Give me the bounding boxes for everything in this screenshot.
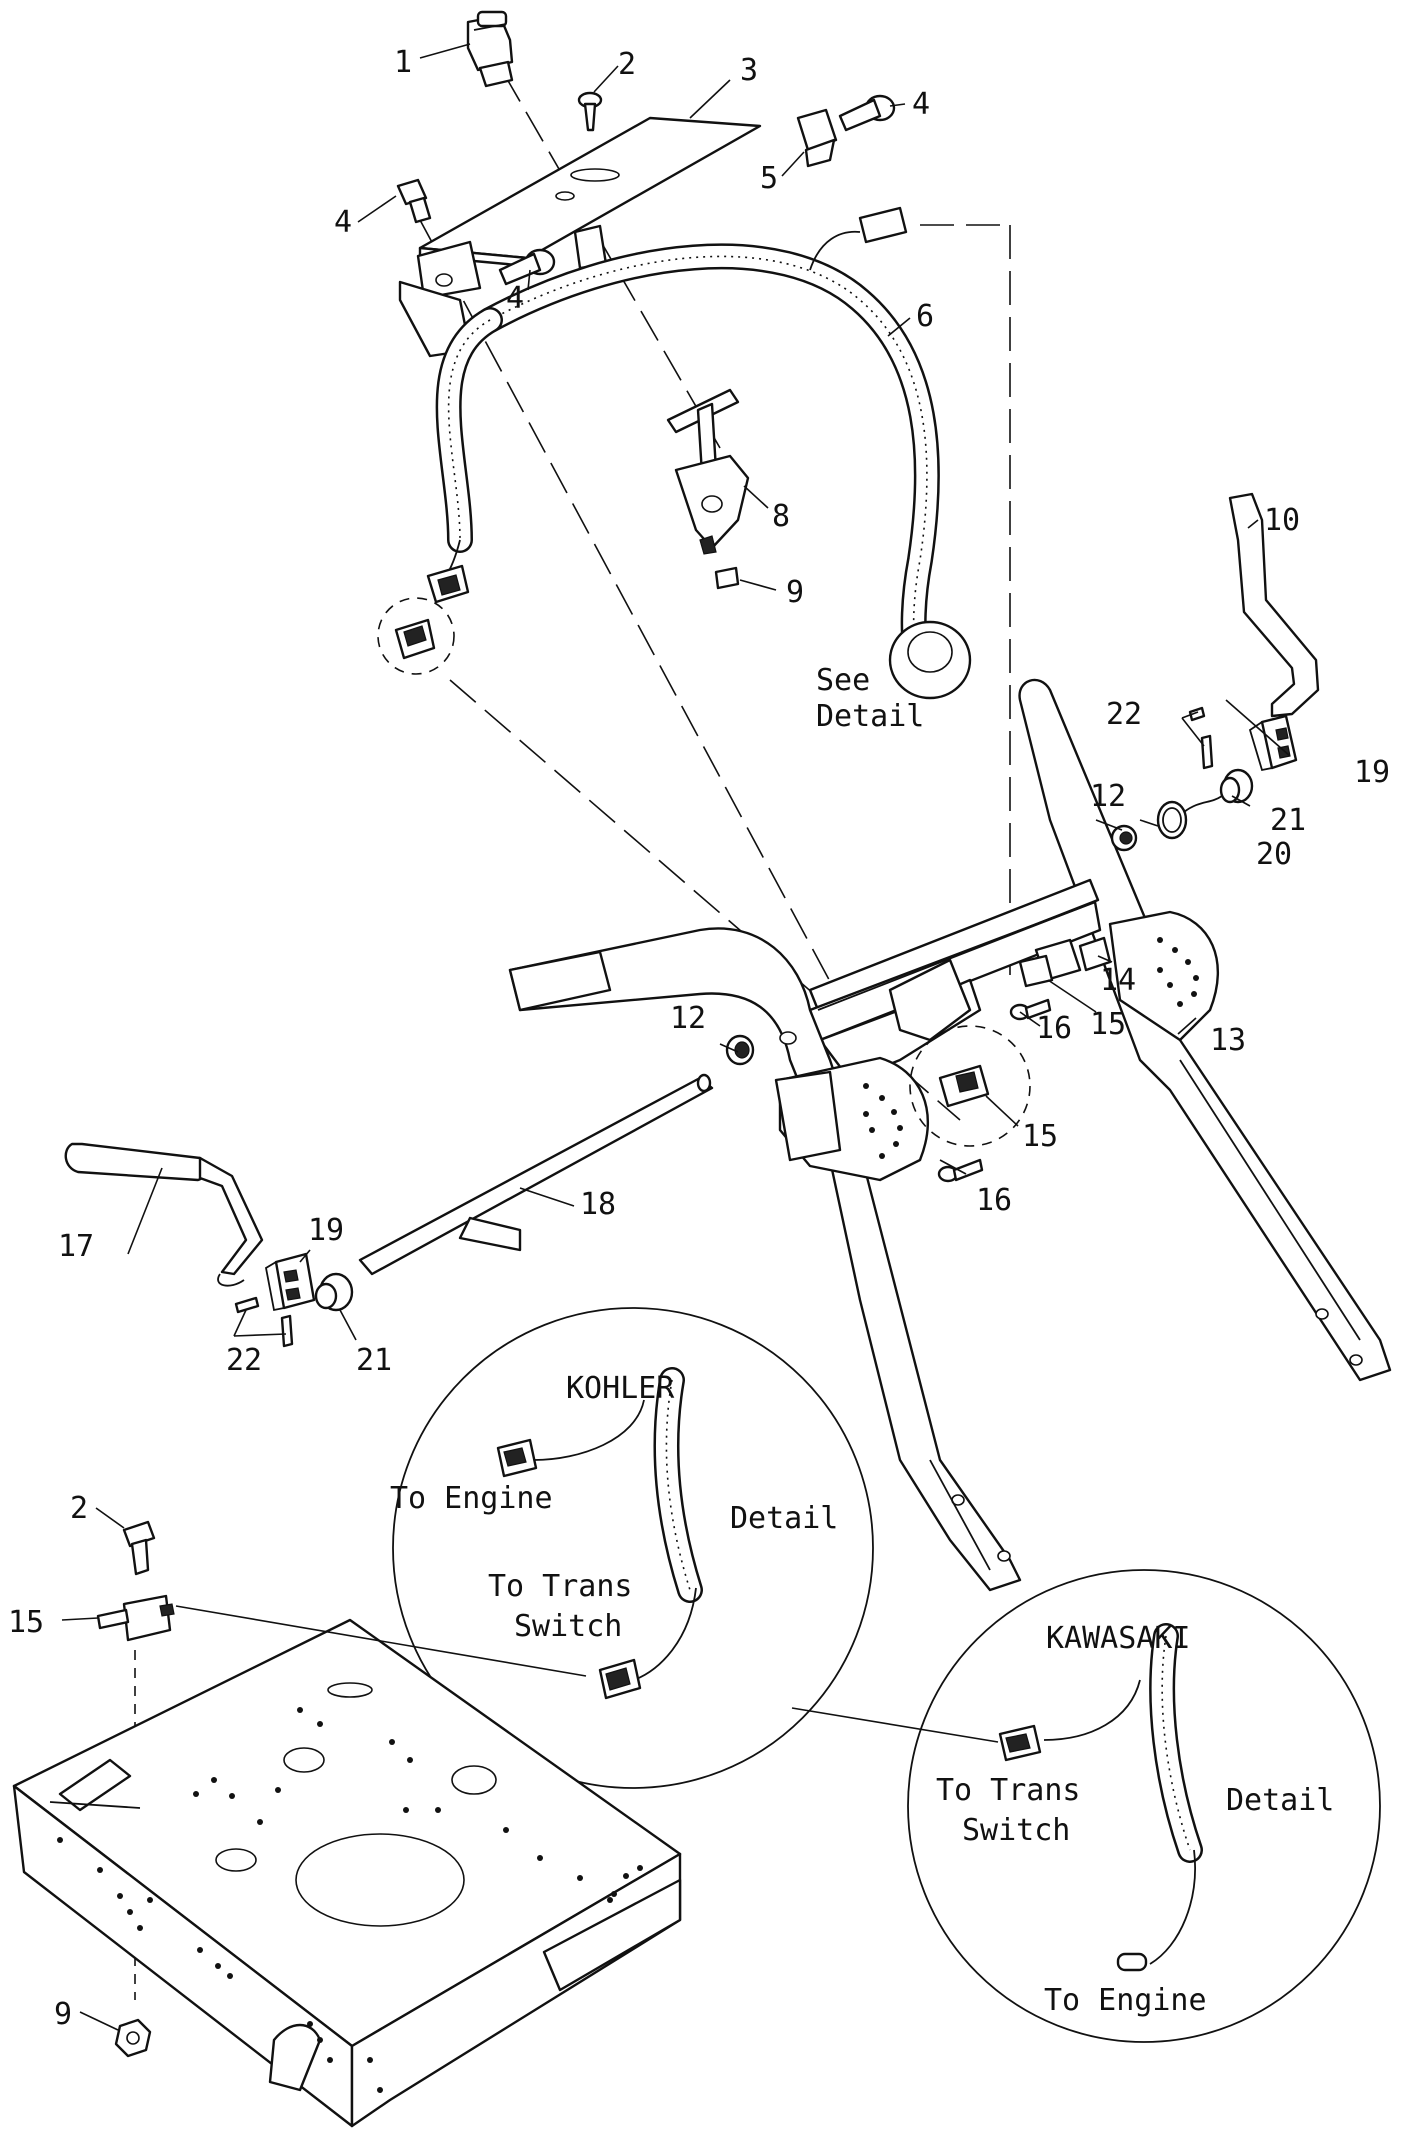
callout-13: 13 [1210,1023,1246,1058]
switch-part-19-left [264,1252,316,1312]
see-detail-line2: Detail [816,699,924,734]
spring-part-20 [1156,795,1223,840]
knob-part-1 [466,10,514,88]
kohler-to-trans-line1: To Trans [488,1569,633,1604]
callout-8: 8 [772,499,790,534]
lever-part-10 [1228,492,1320,718]
nut-part-9-small [714,566,740,590]
callout-2: 2 [618,47,636,82]
screws-part-22-right [1188,706,1214,770]
callout-5: 5 [760,161,778,196]
callout-12-right: 12 [1090,779,1126,814]
callout-21-right: 21 [1270,803,1306,838]
kawasaki-detail-label: Detail [1226,1783,1334,1818]
lever-part-17 [64,1142,264,1287]
clip-part-5 [796,108,838,168]
callout-20: 20 [1256,837,1292,872]
callout-6: 6 [916,299,934,334]
wiring-harness-part-6 [426,206,972,700]
plate-part-3 [398,116,762,358]
see-detail-line1: See [816,663,870,698]
bushing-part-12-left [725,1034,755,1066]
switch-part-15-b [938,1064,990,1108]
kohler-title: KOHLER [566,1371,675,1406]
spacer-part-21-right [1219,768,1254,804]
kawasaki-detail-circle [907,1569,1381,2043]
switch-part-15-lower [96,1594,175,1642]
connector-detail-circles [377,597,1031,1147]
bolt-part-2-lower [122,1520,156,1576]
callout-15-a: 15 [1090,1007,1126,1042]
callout-10: 10 [1264,503,1300,538]
frame-deck [12,1618,682,2128]
callout-4-a: 4 [334,205,352,240]
nut-part-9-lower [114,2018,152,2058]
kawasaki-to-trans-line2: Switch [962,1813,1070,1848]
handle-frame [508,678,1392,1592]
callout-12-left: 12 [670,1001,706,1036]
callout-15-lower: 15 [8,1605,44,1640]
kawasaki-to-trans-line1: To Trans [936,1773,1081,1808]
switch-part-19-right [1248,714,1298,772]
callout-18: 18 [580,1187,616,1222]
spacer-part-21-left [314,1272,354,1312]
leader-lines [61,43,1291,2031]
callout-21-left: 21 [356,1343,392,1378]
switch-part-15-a [1018,954,1054,988]
callout-2-lower: 2 [70,1491,88,1526]
callout-1: 1 [394,45,412,80]
kohler-detail-label: Detail [730,1501,838,1536]
kawasaki-to-engine: To Engine [1044,1983,1207,2018]
bolt-part-16-b [937,1158,984,1183]
callout-4-b: 4 [506,281,524,316]
callout-4-c: 4 [912,87,930,122]
bolt-part-4-c [838,94,896,132]
callout-17: 17 [58,1229,94,1264]
callout-14: 14 [1100,963,1136,998]
diagram-notes: See Detail KOHLER To Engine Detail To Tr… [390,663,1334,2018]
bolt-part-4-a [396,178,432,224]
kawasaki-title: KAWASAKI [1046,1621,1191,1656]
screw-part-2 [577,91,603,132]
bushing-part-12-right [1110,824,1138,852]
callout-15-b: 15 [1022,1119,1058,1154]
kohler-detail-circle [392,1307,874,1789]
lever-part-8 [666,388,750,555]
callout-22-left: 22 [226,1343,262,1378]
callout-16-b: 16 [976,1183,1012,1218]
callout-22-right: 22 [1106,697,1142,732]
callout-3: 3 [740,53,758,88]
callout-16-a: 16 [1036,1011,1072,1046]
kohler-to-engine: To Engine [390,1481,553,1516]
callout-labels: 1 2 3 4 4 4 5 6 8 9 10 12 12 13 14 15 15… [8,45,1390,2032]
kohler-to-trans-line2: Switch [514,1609,622,1644]
callout-9-upper: 9 [786,575,804,610]
callout-19-left: 19 [308,1213,344,1248]
callout-9-lower: 9 [54,1997,72,2032]
bolt-part-4-b [498,248,556,286]
rod-part-18 [358,1073,714,1276]
callout-19-right: 19 [1354,755,1390,790]
screws-part-22-left [234,1296,294,1348]
